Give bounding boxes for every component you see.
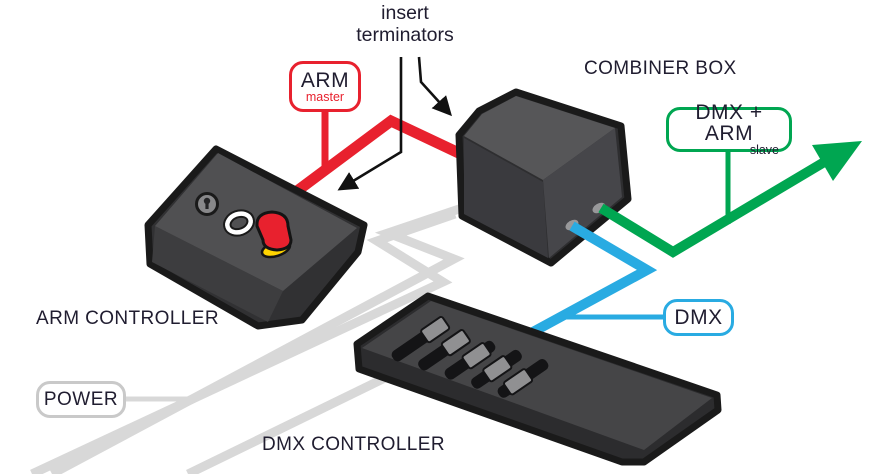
estop-red-cap [255, 210, 293, 252]
fader-2 [418, 329, 471, 371]
dmx-arm-title: DMX + ARM [695, 101, 763, 146]
fader-4-knob [482, 355, 513, 383]
dmx-cable-group [517, 221, 665, 344]
terminator-arrows [337, 56, 452, 191]
dmx-controller-device [353, 292, 722, 466]
fader-3-knob [461, 342, 492, 370]
power-callout-title: POWER [43, 389, 119, 410]
combiner-right-face [543, 128, 622, 258]
green-arrowhead [812, 141, 862, 181]
fader-2-knob [440, 329, 471, 357]
dmx-arm-slave-callout: DMX + ARM slave [666, 102, 792, 156]
fader-3 [444, 340, 496, 380]
green-cable [598, 156, 829, 258]
arm-controller-device [144, 145, 368, 330]
combiner-top-face [464, 96, 615, 180]
power-cable-2 [30, 209, 457, 474]
armctl-bevel-face [152, 226, 283, 322]
power-callout: POWER [36, 381, 126, 418]
fader-4 [471, 349, 522, 389]
terminator-arrow-right [417, 56, 452, 117]
red-cable [289, 114, 466, 199]
insert-terminators-note: insert terminators [330, 2, 480, 47]
dmx-controller-caption: DMX CONTROLLER [262, 434, 445, 455]
dmx-callout-title: DMX [674, 306, 723, 329]
dmx-arm-output-cable [598, 141, 862, 258]
key-switch-slot [205, 201, 209, 209]
insert-terminators-line1: insert [381, 2, 429, 24]
fader-5-knob [503, 368, 534, 396]
combiner-front-face [464, 138, 548, 258]
arm-master-title: ARM [300, 68, 350, 92]
combiner-box-device [455, 88, 632, 267]
dmx-arm-subtitle: slave [749, 143, 779, 158]
arm-master-cable [289, 109, 466, 199]
arm-master-callout: ARM master [289, 61, 361, 112]
terminator-arrow-left [337, 57, 403, 191]
fader-5 [497, 359, 549, 398]
fader-1 [391, 316, 451, 362]
emergency-stop-button [255, 210, 293, 259]
insert-terminators-line2: terminators [356, 23, 454, 46]
combiner-box-caption: COMBINER BOX [584, 58, 737, 79]
fader-1-knob [420, 316, 451, 344]
dmx-callout: DMX [663, 299, 734, 336]
blue-cable [517, 221, 658, 344]
arm-controller-caption: ARM CONTROLLER [36, 308, 219, 329]
indicator-ring [223, 209, 255, 237]
arm-master-subtitle: master [305, 89, 345, 104]
key-switch [195, 192, 219, 216]
